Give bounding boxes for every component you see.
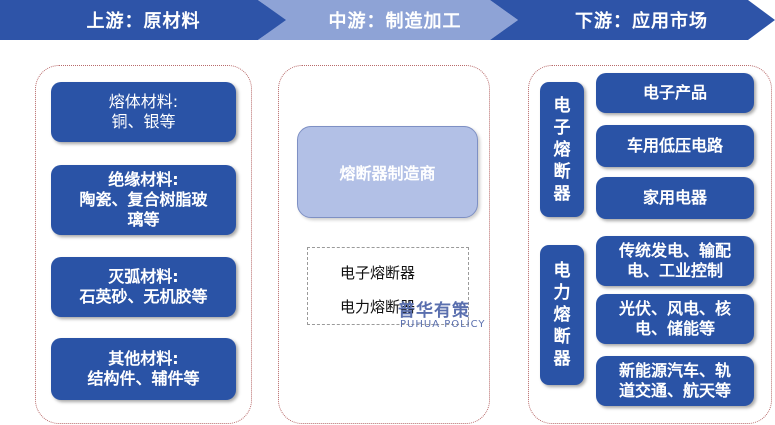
stage-downstream-header: 下游：应用市场 — [490, 0, 775, 40]
material-other: 其他材料: 结构件、辅件等 — [51, 338, 236, 400]
material-insulation: 绝缘材料: 陶瓷、复合树脂玻 璃等 — [51, 165, 236, 235]
stage-midstream-label: 中游：制造加工 — [328, 11, 462, 32]
material-other-detail: 结构件、辅件等 — [87, 369, 200, 388]
material-melt-title: 熔体材料: — [108, 92, 179, 111]
app-label: 车用低压电路 — [626, 136, 723, 155]
manufacturer-label: 熔断器制造商 — [339, 164, 436, 183]
material-melt-detail: 铜、银等 — [111, 112, 176, 131]
material-melt: 熔体材料: 铜、银等 — [51, 82, 236, 142]
app-home-appliances: 家用电器 — [596, 177, 754, 219]
downstream-group — [528, 65, 772, 424]
watermark-logo-cn: 普华有策 — [398, 301, 470, 321]
stage-upstream-label: 上游：原材料 — [86, 11, 201, 32]
material-arc-title: 灭弧材料: — [108, 267, 179, 286]
app-new-energy-transport: 新能源汽车、轨 道交通、航天等 — [596, 356, 754, 406]
product-power-fuse: 电力熔断器 — [340, 298, 416, 316]
stage-midstream-header: 中游：制造加工 — [258, 0, 518, 40]
app-electronic-products: 电子产品 — [596, 73, 754, 113]
material-other-title: 其他材料: — [108, 349, 179, 368]
category-power-fuse: 电 力 熔 断 器 — [540, 245, 584, 385]
app-vehicle-low-voltage: 车用低压电路 — [596, 125, 754, 167]
product-list: 电子熔断器 电力熔断器 — [307, 247, 469, 325]
app-power-generation: 传统发电、输配 电、工业控制 — [596, 236, 754, 286]
category-electronic-fuse: 电 子 熔 断 器 — [540, 82, 584, 217]
category-char: 器 — [553, 349, 571, 369]
material-arc: 灭弧材料: 石英砂、无机胶等 — [51, 257, 236, 317]
upstream-group — [35, 65, 252, 424]
material-arc-detail: 石英砂、无机胶等 — [79, 287, 208, 306]
category-char: 断 — [553, 161, 571, 182]
category-char: 电 — [553, 95, 571, 116]
manufacturer-box: 熔断器制造商 — [297, 126, 478, 218]
material-insulation-title: 绝缘材料: — [108, 170, 179, 189]
app-label-line1: 光伏、风电、核 — [618, 299, 731, 318]
app-label-line1: 传统发电、输配 — [618, 241, 731, 260]
product-electronic-fuse: 电子熔断器 — [340, 264, 416, 282]
watermark-logo-en: PUHUA POLICY — [400, 319, 486, 330]
app-label-line2: 电、工业控制 — [626, 261, 723, 280]
category-char: 电 — [553, 261, 571, 281]
category-char: 器 — [553, 183, 571, 204]
app-label: 家用电器 — [642, 188, 707, 207]
category-char: 断 — [553, 327, 571, 347]
app-label-line2: 电、储能等 — [634, 319, 715, 338]
stage-downstream-label: 下游：应用市场 — [575, 11, 708, 32]
midstream-group — [278, 65, 490, 424]
app-label: 电子产品 — [642, 83, 707, 102]
category-char: 力 — [553, 283, 571, 303]
material-insulation-detail: 陶瓷、复合树脂玻 — [79, 190, 208, 209]
material-insulation-detail-cont: 璃等 — [127, 210, 160, 229]
category-char: 熔 — [553, 139, 571, 160]
app-renewable-energy: 光伏、风电、核 电、储能等 — [596, 294, 754, 344]
app-label-line2: 道交通、航天等 — [618, 381, 731, 400]
stage-upstream-header: 上游：原材料 — [0, 0, 287, 40]
category-char: 熔 — [553, 305, 571, 325]
app-label-line1: 新能源汽车、轨 — [618, 361, 731, 380]
category-char: 子 — [553, 117, 571, 138]
